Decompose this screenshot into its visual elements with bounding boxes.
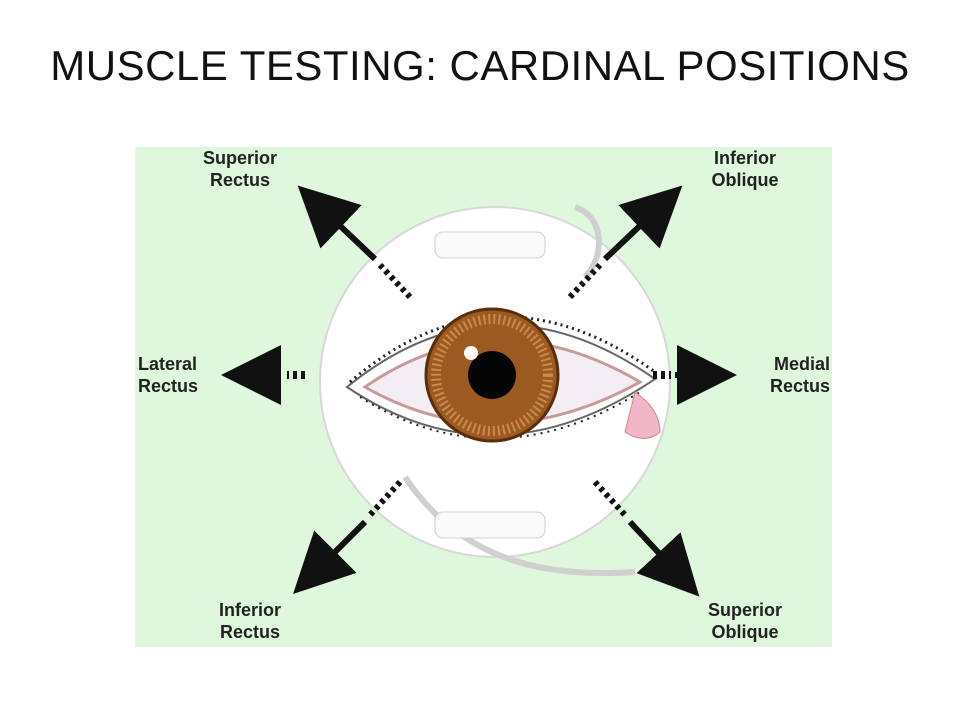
iris-striations	[431, 314, 553, 436]
inferior-muscle-band	[434, 511, 546, 539]
pupil-highlight	[464, 346, 478, 360]
label-line: Superior	[707, 600, 782, 620]
label-line: Lateral	[138, 354, 198, 374]
arrow-inferior-rectus	[293, 479, 403, 594]
pupil	[468, 351, 516, 399]
label-line: Rectus	[138, 376, 199, 396]
label-inferior-oblique: Inferior Oblique	[690, 147, 800, 191]
label-inferior-rectus: Inferior Rectus	[200, 599, 300, 643]
label-line: Oblique	[711, 170, 779, 190]
label-superior-rectus: Superior Rectus	[190, 147, 290, 191]
label-superior-oblique: Superior Oblique	[690, 599, 800, 643]
muscle-strand	[573, 204, 602, 280]
eye-illustration	[221, 185, 737, 597]
arrow-superior-oblique	[592, 479, 700, 597]
label-line: Superior	[202, 148, 277, 168]
label-line: Rectus	[769, 376, 830, 396]
label-line: Inferior	[713, 148, 776, 168]
muscle-strand	[402, 475, 636, 577]
label-line: Rectus	[209, 170, 271, 190]
caruncle	[624, 391, 661, 439]
arrow-inferior-oblique	[567, 185, 683, 300]
slide-title: MUSCLE TESTING: CARDINAL POSITIONS	[50, 42, 910, 89]
label-lateral-rectus: Lateral Rectus	[138, 353, 228, 397]
label-medial-rectus: Medial Rectus	[737, 353, 830, 397]
label-line: Medial	[773, 354, 830, 374]
label-line: Oblique	[711, 622, 779, 642]
superior-muscle-band	[434, 231, 546, 259]
eye-diagram: Superior Rectus Inferior Oblique Lateral…	[135, 147, 832, 647]
arrow-superior-rectus	[297, 185, 413, 300]
label-line: Inferior	[218, 600, 281, 620]
label-line: Rectus	[219, 622, 281, 642]
